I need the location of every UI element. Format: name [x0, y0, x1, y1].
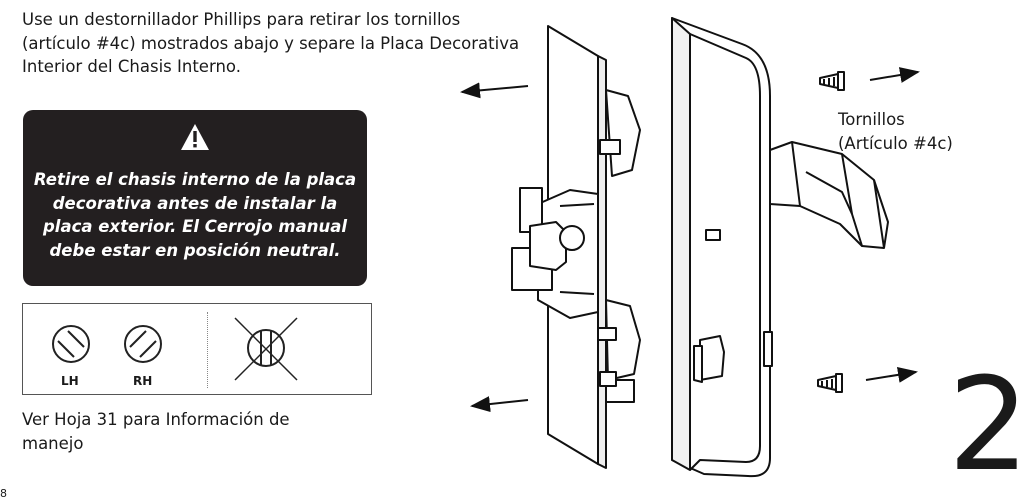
- warning-text: Retire el chasis interno de la placa dec…: [33, 170, 357, 260]
- interior-trim-plate: [671, 17, 773, 478]
- handing-divider: [207, 312, 208, 388]
- warning-triangle-icon: [181, 124, 209, 150]
- screw-slot-icons: [52, 317, 298, 381]
- neutral-slot-crossed-icon: [234, 317, 298, 381]
- page-number: 8: [0, 487, 7, 500]
- step-number: 2: [948, 351, 1030, 500]
- left-arrow-bottom: [470, 396, 529, 413]
- lever-handle: [769, 141, 889, 249]
- right-arrow-top: [869, 67, 920, 83]
- screw-bottom-icon: [817, 373, 843, 393]
- screw-top-icon: [819, 71, 845, 91]
- rh-label: RH: [133, 374, 153, 388]
- left-arrow-top: [460, 82, 529, 99]
- screws-label-line1: Tornillos: [838, 110, 905, 129]
- reference-text: Ver Hoja 31 para Información de manejo: [22, 410, 290, 453]
- instruction-text: Use un destornillador Phillips para reti…: [22, 10, 520, 76]
- screws-label: Tornillos (Artículo #4c): [838, 108, 953, 156]
- handing-diagram: LH RH: [22, 303, 372, 395]
- screws-label-line2: (Artículo #4c): [838, 134, 953, 153]
- rh-slot-icon: [124, 325, 162, 363]
- right-arrow-bottom: [865, 366, 918, 383]
- lh-slot-icon: [52, 325, 90, 363]
- warning-box: Retire el chasis interno de la placa dec…: [23, 110, 367, 286]
- interior-chassis: [511, 25, 641, 469]
- lh-label: LH: [61, 374, 79, 388]
